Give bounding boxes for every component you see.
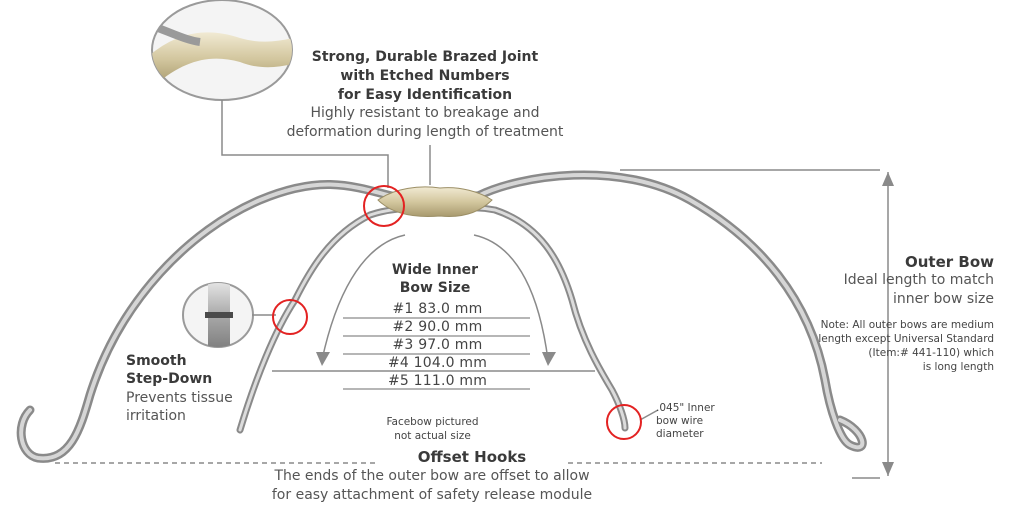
brazed-joint [377,186,493,217]
size-row: #2 90.0 mm [392,319,483,335]
facebow-note: Facebow pictured not actual size [386,416,479,442]
size-row: #4 104.0 mm [387,355,488,371]
outer-bow-title: Outer Bow [905,253,994,271]
callout-circles [272,185,642,440]
step-down-title: Smooth Step-Down [126,353,213,387]
leader-lines [55,100,894,479]
step-down-description: Prevents tissue irritation [126,390,233,424]
outer-bow-description: Ideal length to match inner bow size [843,272,994,307]
size-row: #3 97.0 mm [392,337,483,353]
offset-hooks-description: The ends of the outer bow are offset to … [271,468,593,503]
brazed-joint-callout [363,185,405,227]
step-down-zoom [182,282,254,348]
offset-hooks-title: Offset Hooks [417,448,527,466]
brazed-joint-description: Highly resistant to breakage and deforma… [286,105,564,140]
size-row: #5 111.0 mm [387,373,488,389]
brazed-joint-title: Strong, Durable Brazed Joint with Etched… [311,49,539,103]
wire-diameter-note: .045" Inner bow wire diameter [656,402,715,440]
step-down-callout [272,299,308,335]
inner-bow-size-arch [316,234,556,366]
brazed-joint-zoom [151,0,293,101]
size-row: #1 83.0 mm [392,301,483,317]
inner-bow-title: Wide Inner Bow Size [391,262,479,296]
inner-bow-size-list: #1 83.0 mm #2 90.0 mm #3 97.0 mm #4 104.… [345,300,530,390]
outer-bow-note: Note: All outer bows are medium length e… [818,319,994,373]
size-table-lines [343,317,530,390]
wire-diameter-callout [606,404,642,440]
